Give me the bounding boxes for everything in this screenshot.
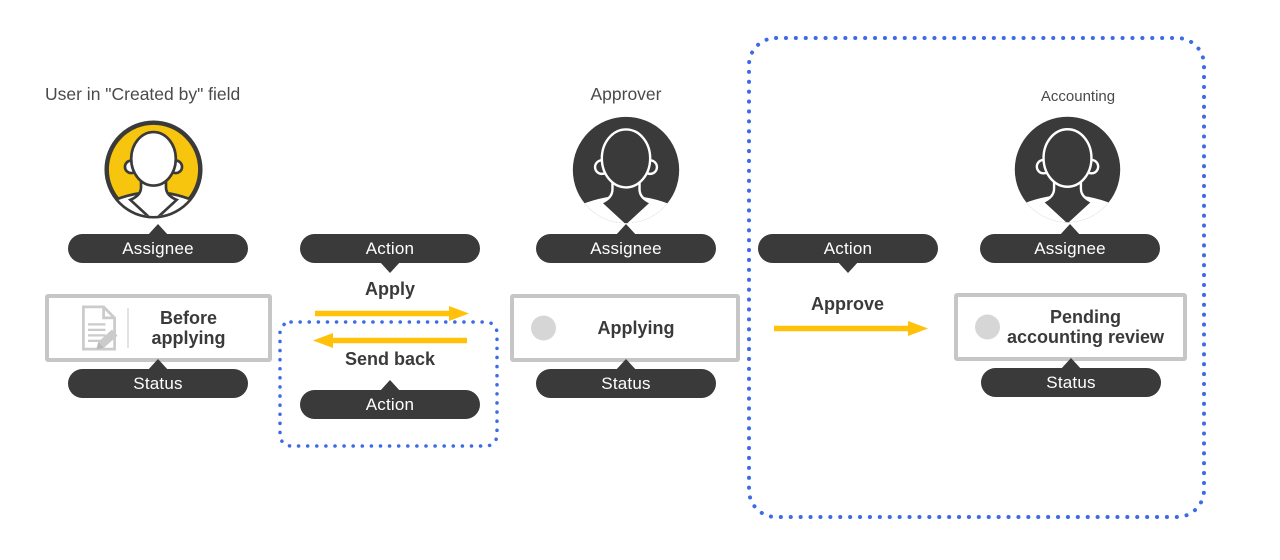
creator-title: User in "Created by" field xyxy=(45,84,241,104)
approver-assignee-label: Assignee xyxy=(590,238,662,258)
approver-status-pill: Status xyxy=(536,369,716,398)
apply-action-pill-label: Action xyxy=(365,238,415,258)
approver-status-text: Applying xyxy=(597,317,675,338)
creator-status-pill-label: Status xyxy=(133,373,183,393)
approver-status-pill-label: Status xyxy=(601,373,651,393)
accounting-group-outline xyxy=(747,36,1206,519)
approve-action-pill-label: Action xyxy=(823,238,873,258)
approver-status-box: Applying xyxy=(510,294,740,362)
creator-assignee-label: Assignee xyxy=(122,238,194,258)
approver-person-icon xyxy=(572,116,680,224)
accounting-status-pill: Status xyxy=(981,368,1161,397)
approve-action-pill: Action xyxy=(758,234,938,263)
accounting-person-icon xyxy=(1014,116,1121,223)
send-back-label: Send back xyxy=(344,349,436,369)
approver-assignee-pill: Assignee xyxy=(536,234,716,263)
send-back-group-outline xyxy=(278,320,499,448)
accounting-assignee-label: Assignee xyxy=(1034,238,1106,258)
creator-status-pill: Status xyxy=(68,369,248,398)
approve-arrow-icon xyxy=(774,321,928,336)
gray-dot-icon xyxy=(975,314,1000,340)
apply-action-pill: Action xyxy=(300,234,480,263)
creator-status-box: Before applying xyxy=(45,294,272,362)
send-back-action-pill-label: Action xyxy=(365,394,415,414)
accounting-assignee-pill: Assignee xyxy=(980,234,1160,263)
creator-status-text: Before applying xyxy=(151,307,226,348)
creator-person-icon xyxy=(104,120,203,219)
apply-label: Apply xyxy=(364,279,415,299)
accounting-status-box: Pending accounting review xyxy=(954,293,1187,361)
send-back-action-pill: Action xyxy=(300,390,480,419)
creator-assignee-pill: Assignee xyxy=(68,234,248,263)
accounting-status-pill-label: Status xyxy=(1046,372,1096,392)
gray-dot-icon xyxy=(531,315,556,341)
approver-title: Approver xyxy=(590,84,662,104)
document-edit-icon xyxy=(81,305,118,351)
apply-arrow-icon xyxy=(315,306,469,321)
divider xyxy=(126,308,129,348)
accounting-title: Accounting xyxy=(1040,88,1116,105)
send-back-arrow-icon xyxy=(313,333,467,348)
approve-label: Approve xyxy=(810,294,884,314)
accounting-status-text: Pending accounting review xyxy=(1006,306,1165,347)
